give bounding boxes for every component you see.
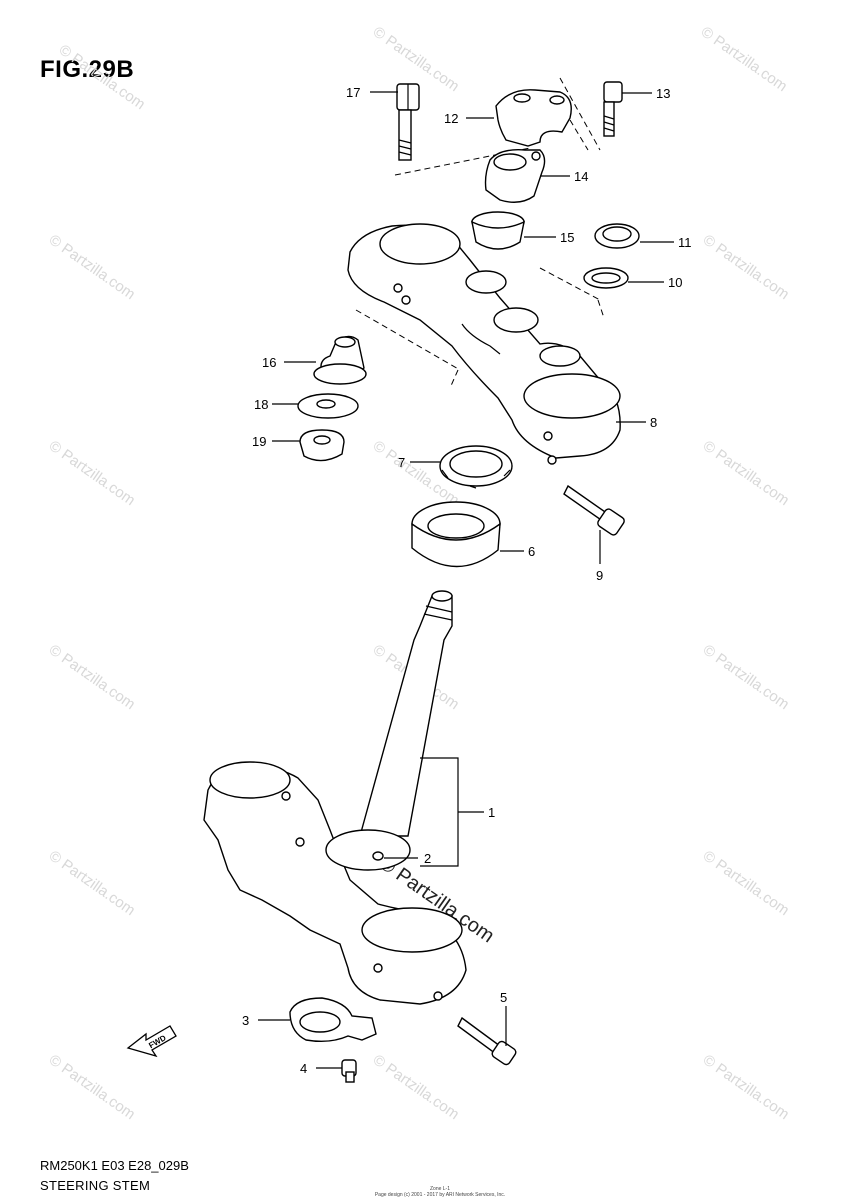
callout-15[interactable]: 15 (560, 230, 574, 245)
part-9-bolt (563, 484, 625, 536)
watermark: © Partzilla.com (700, 847, 793, 919)
page-footer: Zone L-1 Page design (c) 2001 - 2017 by … (360, 1186, 520, 1198)
callout-8[interactable]: 8 (650, 415, 657, 430)
callout-2[interactable]: 2 (424, 851, 431, 866)
part-16-boot (313, 335, 367, 385)
part-3-hose-clamp (289, 997, 377, 1043)
callout-10[interactable]: 10 (668, 275, 682, 290)
callout-16[interactable]: 16 (262, 355, 276, 370)
part-19-collar-nut (299, 429, 345, 462)
footer-zone: Zone L-1 (429, 1186, 450, 1192)
bracket-line-1 (420, 757, 459, 867)
callout-12[interactable]: 12 (444, 111, 458, 126)
part-11-nut (594, 223, 640, 249)
footer-copyright: Page design (c) 2001 - 2017 by ARI Netwo… (374, 1192, 506, 1198)
part-18-washer (297, 393, 359, 419)
callout-9[interactable]: 9 (596, 568, 603, 583)
part-7-steering-nut (439, 445, 513, 489)
watermark: © Partzilla.com (46, 641, 139, 713)
part-8-upper-bracket (347, 223, 621, 465)
forward-arrow-icon: FWD (126, 1025, 177, 1058)
callout-7[interactable]: 7 (398, 455, 405, 470)
part-10-washer (583, 267, 629, 289)
watermark: © Partzilla.com (46, 437, 139, 509)
part-5-bolt (457, 1016, 517, 1066)
watermark: © Partzilla.com (698, 23, 791, 95)
callout-1[interactable]: 1 (488, 805, 495, 820)
watermark: © Partzilla.com (46, 847, 139, 919)
callout-3[interactable]: 3 (242, 1013, 249, 1028)
watermark: © Partzilla.com (700, 437, 793, 509)
callout-labels: 17 12 13 14 15 11 10 16 18 19 7 8 6 9 1 … (242, 85, 692, 1076)
part-13-bolt (603, 81, 623, 137)
callout-19[interactable]: 19 (252, 434, 266, 449)
callout-14[interactable]: 14 (574, 169, 588, 184)
watermark: © Partzilla.com (370, 1051, 463, 1123)
watermark: © Partzilla.com (700, 641, 793, 713)
callout-11[interactable]: 11 (678, 235, 692, 250)
model-code: RM250K1 E03 E28_029B (40, 1158, 189, 1173)
callout-6[interactable]: 6 (528, 544, 535, 559)
watermark: © Partzilla.com (700, 231, 793, 303)
watermark: © Partzilla.com (46, 231, 139, 303)
part-6-bearing (411, 501, 501, 568)
part-1-steering-stem (203, 590, 467, 1005)
callout-4[interactable]: 4 (300, 1061, 307, 1076)
part-14-holder (484, 149, 546, 203)
part-15-cushion (471, 211, 525, 250)
callout-17[interactable]: 17 (346, 85, 360, 100)
watermark: © Partzilla.com (700, 1051, 793, 1123)
callout-18[interactable]: 18 (254, 397, 268, 412)
part-17-bolt (396, 83, 420, 161)
callout-13[interactable]: 13 (656, 86, 670, 101)
watermark: © Partzilla.com (56, 41, 149, 113)
part-12-clamp (495, 89, 572, 147)
leader-lines (258, 91, 674, 1069)
figure-caption: STEERING STEM (40, 1178, 151, 1193)
figure-title: FIG.29B (40, 56, 135, 83)
callout-5[interactable]: 5 (500, 990, 507, 1005)
part-4-bolt (341, 1059, 357, 1083)
watermark: © Partzilla.com (46, 1051, 139, 1123)
